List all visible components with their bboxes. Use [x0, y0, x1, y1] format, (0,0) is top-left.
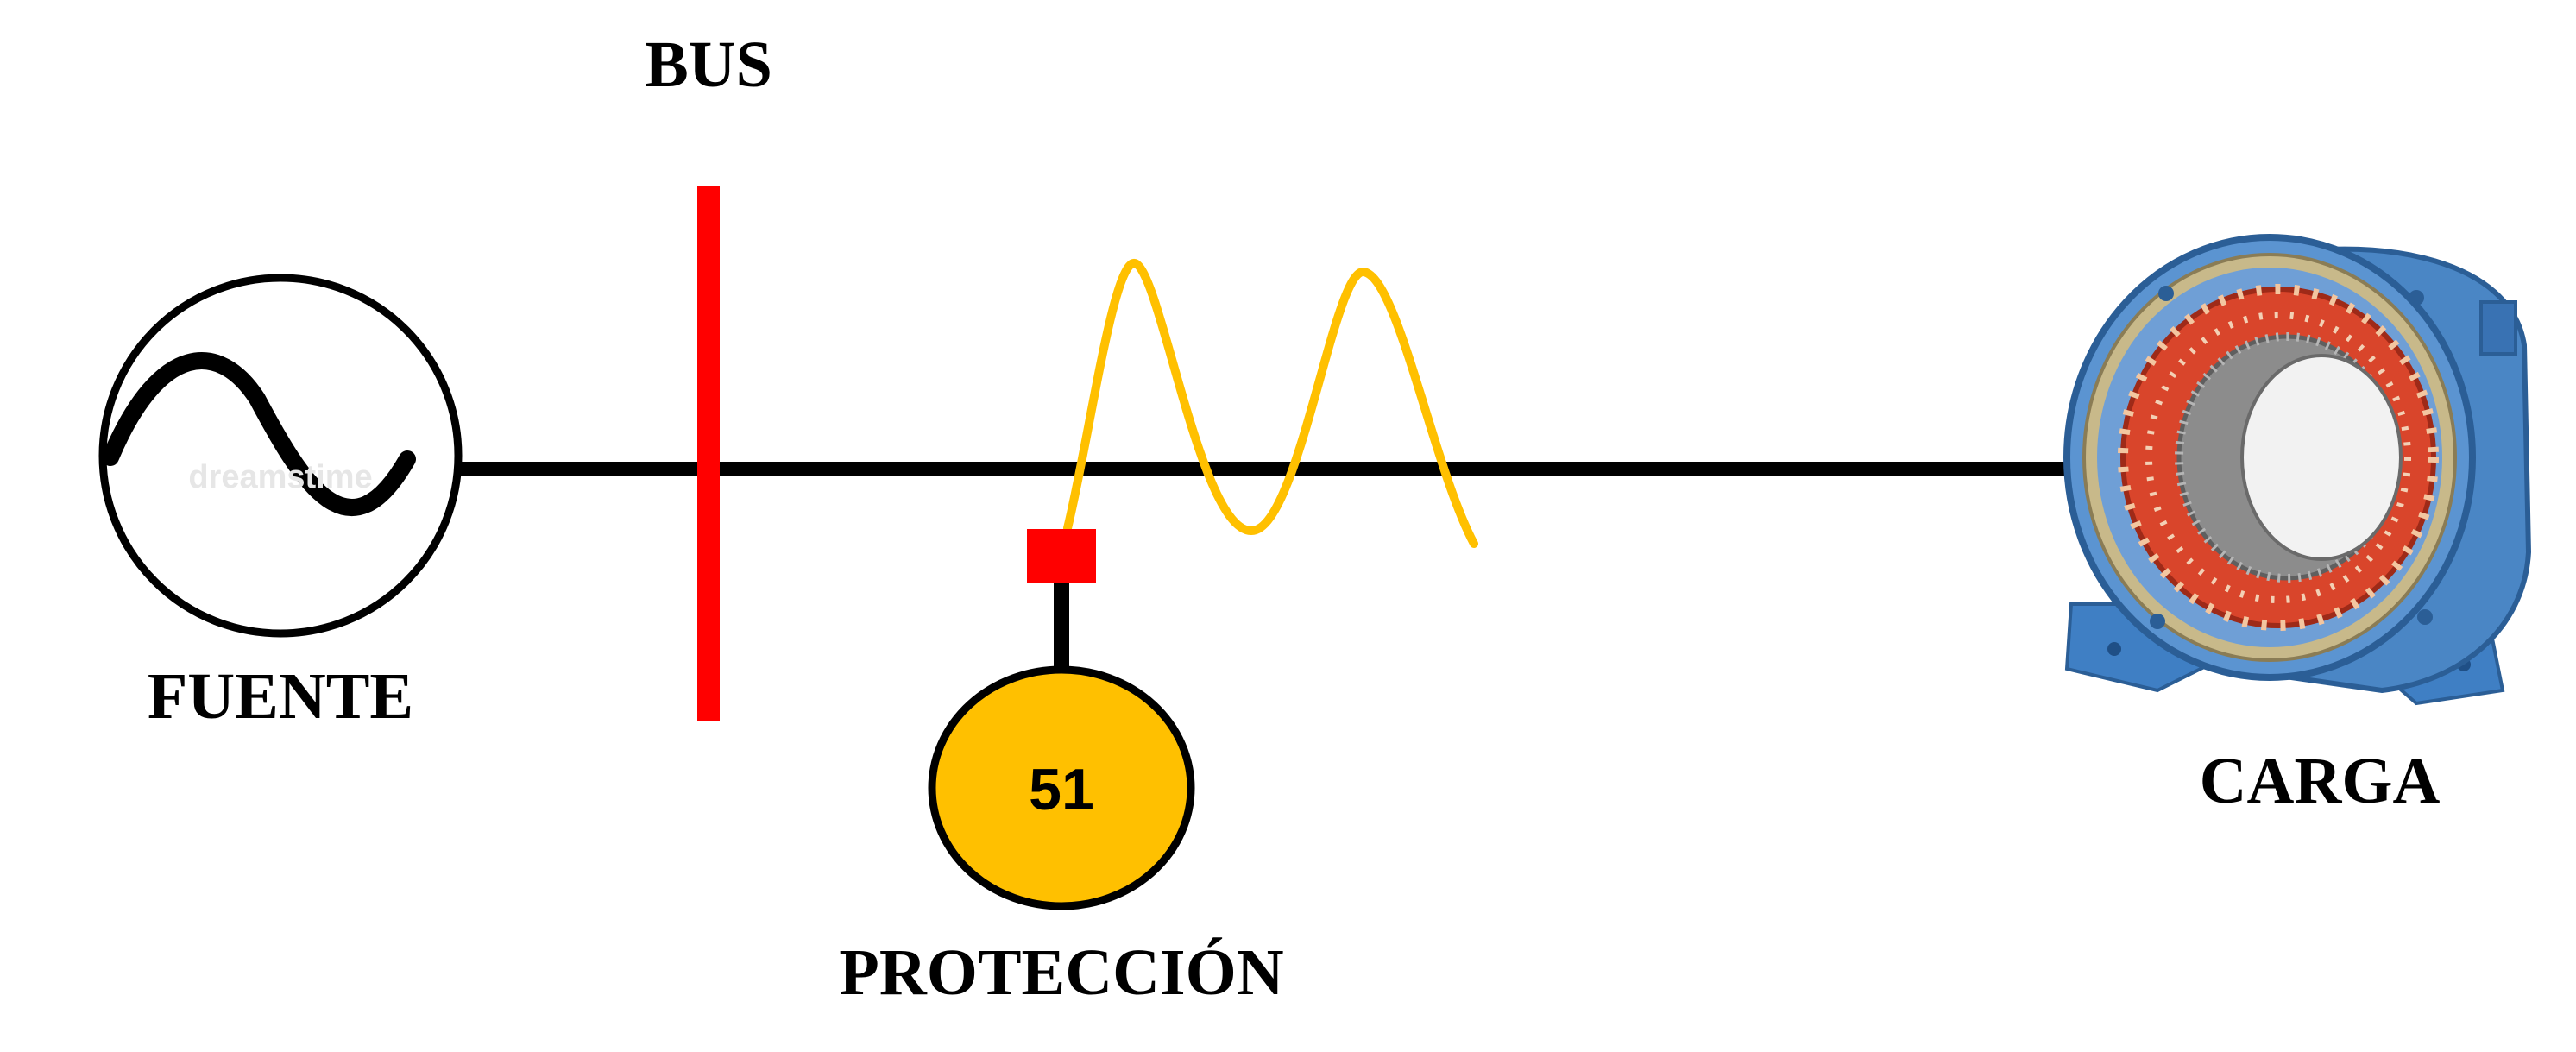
bus-bar — [697, 186, 720, 721]
bus-label: BUS — [645, 28, 772, 101]
load-label: CARGA — [2200, 745, 2441, 817]
current-waveform — [1063, 259, 1478, 548]
relay-code-label: 51 — [1029, 757, 1094, 822]
electric-motor-stator-icon — [2063, 234, 2532, 706]
current-transformer-icon — [1027, 529, 1096, 583]
source-label: FUENTE — [148, 660, 413, 733]
overcurrent-relay-icon — [928, 665, 1195, 910]
watermark-text: dreamstime — [188, 459, 372, 495]
ac-source-icon: dreamstime — [98, 274, 463, 638]
protection-label: PROTECCIÓN — [839, 936, 1283, 1009]
